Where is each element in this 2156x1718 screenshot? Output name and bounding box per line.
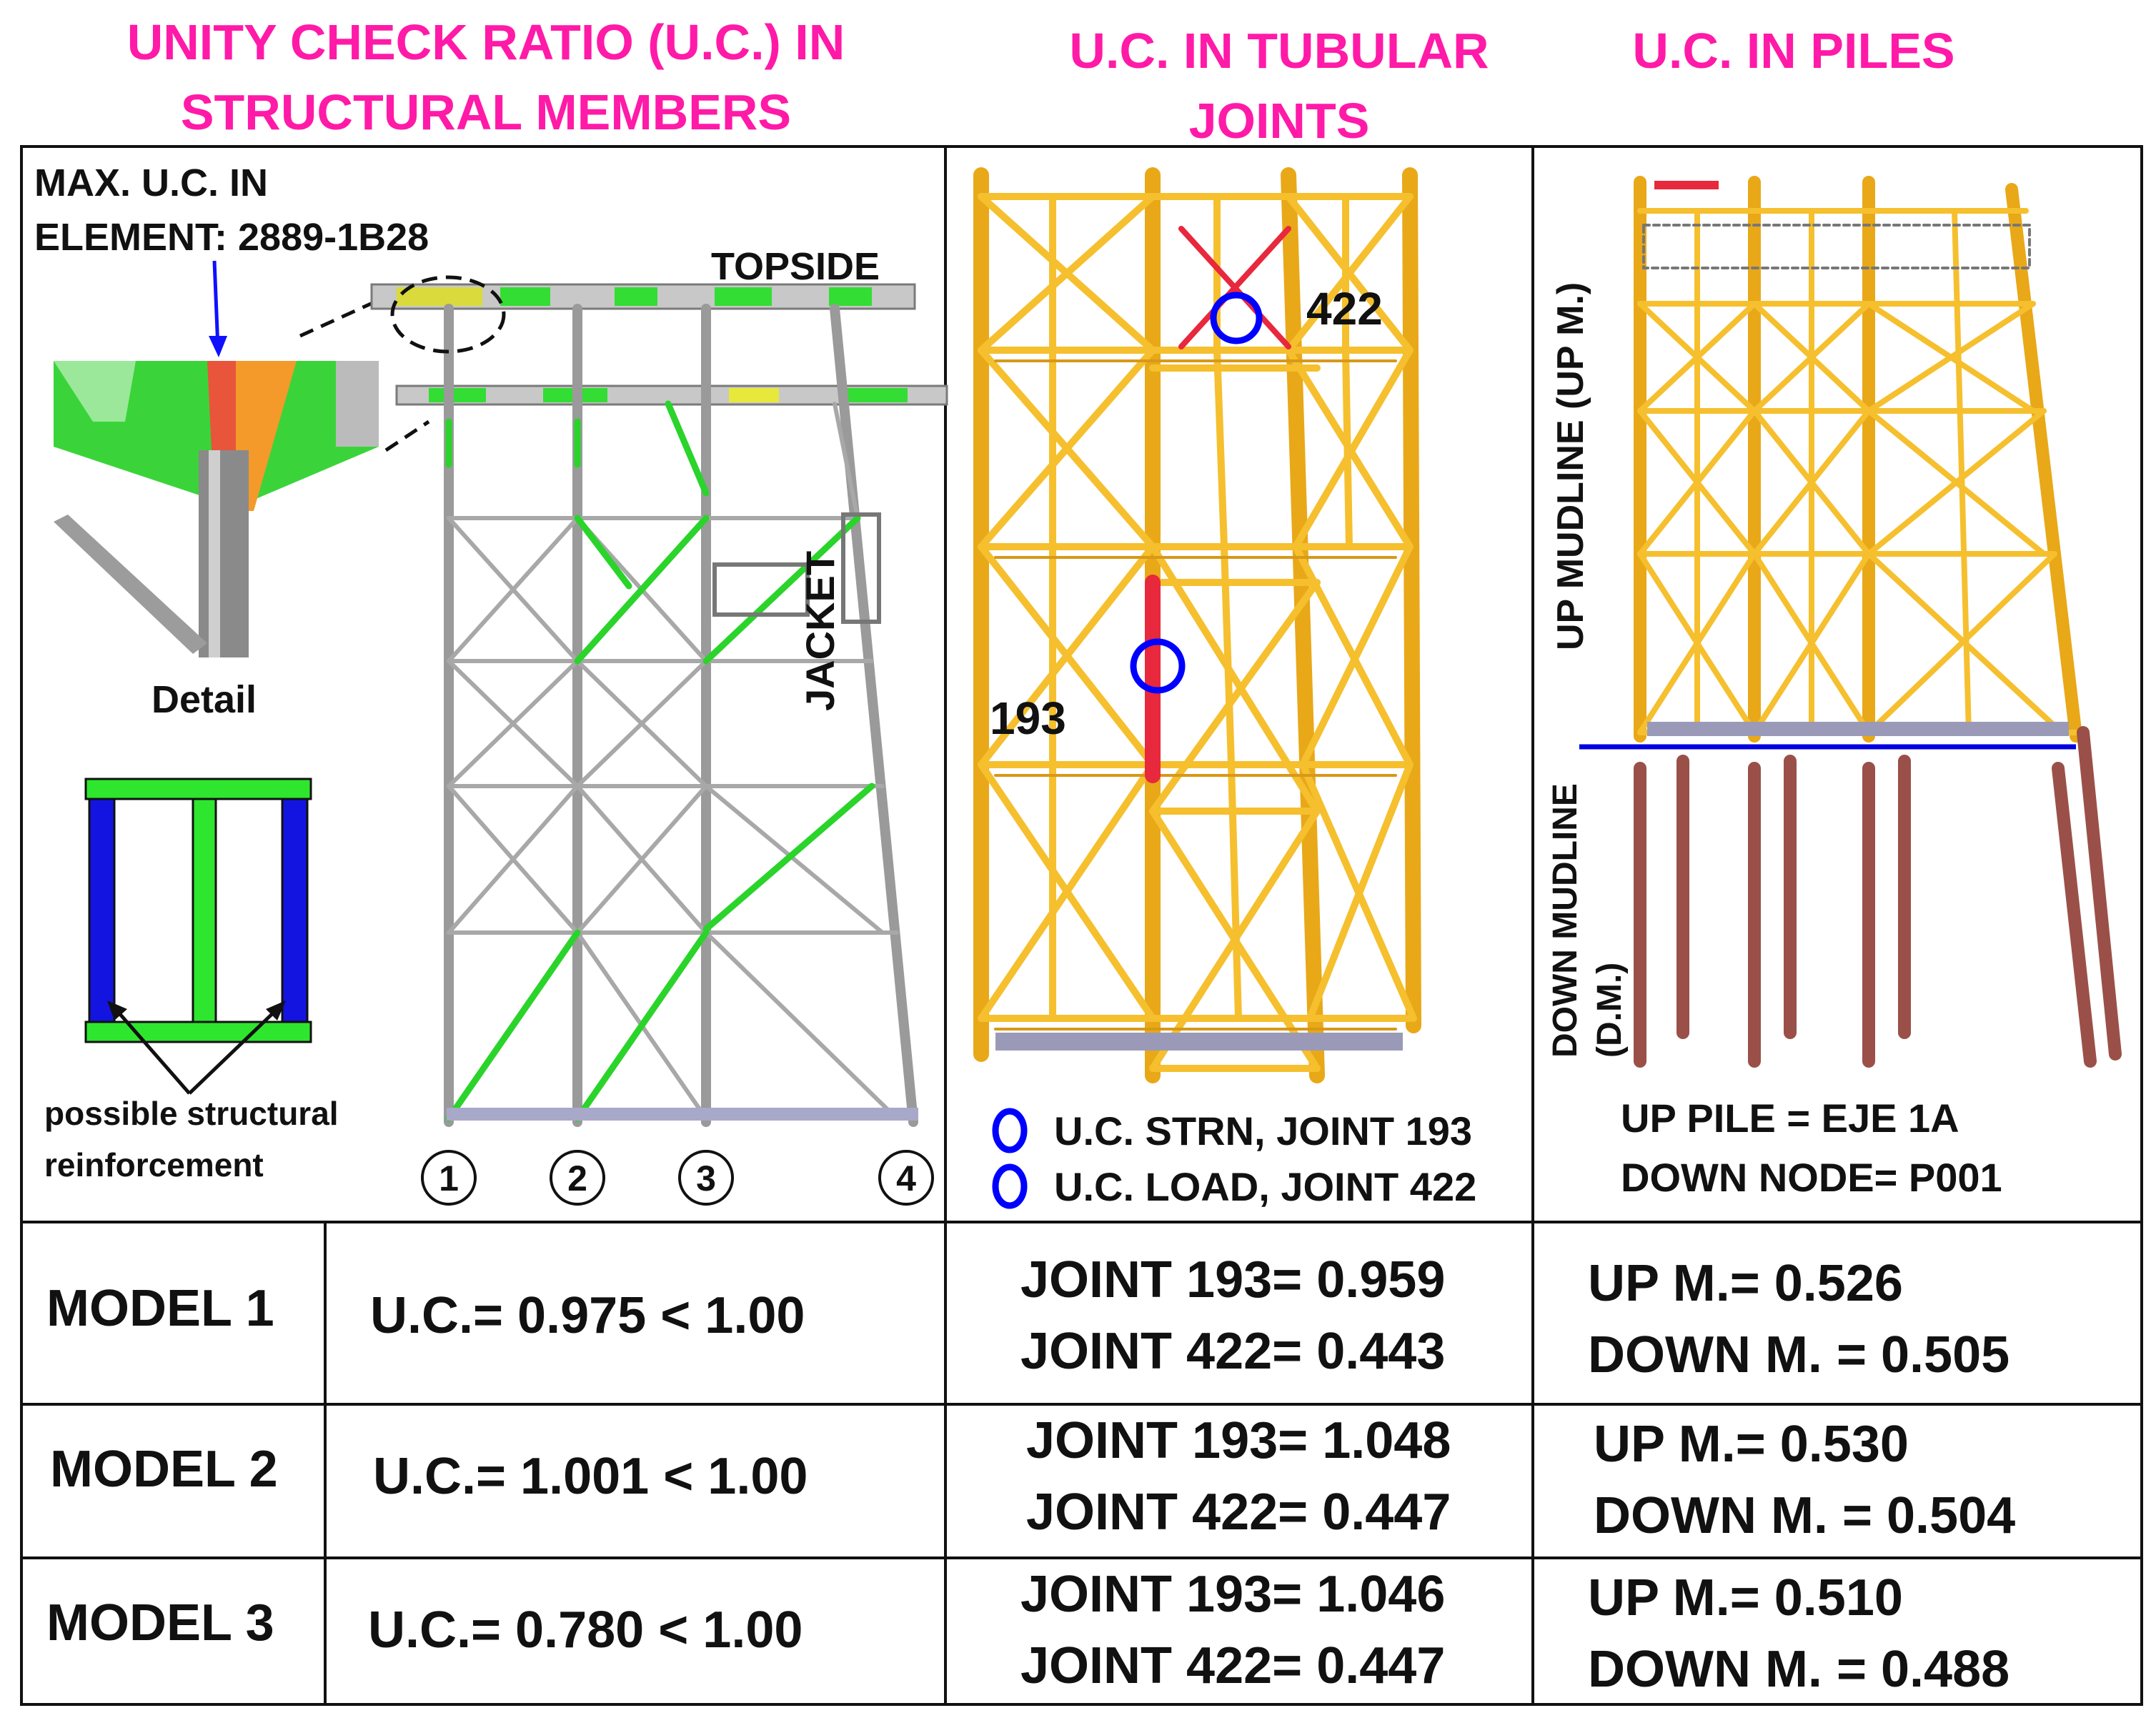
joints-header-line2: JOINTS <box>1188 93 1370 149</box>
model-2-joint193: JOINT 193= 1.048 <box>1026 1412 1451 1469</box>
reinforcement-label: possible structural reinforcement <box>44 1088 339 1191</box>
down-mudline-line1: DOWN MUDLINE <box>1546 783 1584 1058</box>
members-header: UNITY CHECK RATIO (U.C.) IN STRUCTURAL M… <box>57 7 915 147</box>
topside-label: TOPSIDE <box>711 245 880 288</box>
axis-label-4: 4 <box>896 1158 916 1198</box>
detail-inset <box>54 361 379 657</box>
model-2-uc: U.C.= 1.001 < 1.00 <box>373 1448 808 1505</box>
joints-header: U.C. IN TUBULAR JOINTS <box>1000 16 1558 156</box>
axis-marker-1 <box>421 1150 477 1206</box>
legend-strn-label: U.C. STRN, JOINT 193 <box>1054 1108 1473 1153</box>
joints-header-line1: U.C. IN TUBULAR <box>1069 23 1489 79</box>
axis-marker-2 <box>550 1150 605 1206</box>
max-uc-arrow <box>212 260 220 349</box>
legend-marker-strn <box>992 1108 1028 1153</box>
axis-marker-3 <box>678 1150 734 1206</box>
model-1-down-mudline: DOWN M. = 0.505 <box>1588 1326 2010 1384</box>
model-2-joint422: JOINT 422= 0.447 <box>1026 1484 1451 1541</box>
legend-marker-load <box>992 1163 1028 1209</box>
model-3-uc: U.C.= 0.780 < 1.00 <box>368 1602 803 1659</box>
joint-193-marker <box>1130 638 1186 694</box>
axis-marker-4 <box>878 1150 934 1206</box>
axis-label-2: 2 <box>567 1158 587 1198</box>
model-3-label: MODEL 3 <box>46 1594 274 1652</box>
model-1-label: MODEL 1 <box>46 1280 274 1337</box>
reinforcement-line2: reinforcement <box>44 1146 264 1183</box>
max-uc-label: MAX. U.C. IN ELEMENT: 2889-1B28 <box>34 156 429 264</box>
down-node-label: DOWN NODE= P001 <box>1621 1155 2002 1200</box>
down-mudline-label: DOWN MUDLINE (D.M.) <box>1544 783 1632 1058</box>
model-3-joint193: JOINT 193= 1.046 <box>1020 1566 1446 1623</box>
model-3-up-mudline: UP M.= 0.510 <box>1588 1569 1903 1627</box>
reinforcement-line1: possible structural <box>44 1095 339 1132</box>
joint-422-marker <box>1210 292 1263 344</box>
joint-422-label: 422 <box>1306 283 1383 334</box>
legend-load-label: U.C. LOAD, JOINT 422 <box>1054 1164 1477 1209</box>
model-2-label: MODEL 2 <box>50 1441 278 1498</box>
model-2-down-mudline: DOWN M. = 0.504 <box>1594 1487 2016 1544</box>
max-uc-ellipse <box>390 275 506 354</box>
members-header-line1: UNITY CHECK RATIO (U.C.) IN <box>126 14 845 70</box>
model-1-joint422: JOINT 422= 0.443 <box>1020 1323 1446 1380</box>
joint-193-label: 193 <box>990 692 1066 744</box>
members-header-line2: STRUCTURAL MEMBERS <box>180 84 792 140</box>
reinforcement-sketch <box>84 778 312 1095</box>
up-pile-label: UP PILE = EJE 1A <box>1621 1096 1959 1141</box>
model-1-up-mudline: UP M.= 0.526 <box>1588 1255 1903 1312</box>
model-1-joint193: JOINT 193= 0.959 <box>1020 1251 1446 1309</box>
up-mudline-label: UP MUDLINE (UP M.) <box>1550 282 1591 650</box>
axis-markers: 1 2 3 4 <box>421 1150 934 1206</box>
jacket-elevation <box>370 283 948 1127</box>
model-3-down-mudline: DOWN M. = 0.488 <box>1588 1641 2010 1698</box>
joints-figure <box>973 167 1421 1209</box>
axis-label-1: 1 <box>439 1158 459 1198</box>
members-figure: 1 2 3 4 <box>54 260 948 1206</box>
piles-figure <box>1579 176 2122 1068</box>
jacket-label: JACKET <box>798 550 843 711</box>
piles-header: U.C. IN PILES <box>1632 23 1955 79</box>
max-uc-line2: ELEMENT: 2889-1B28 <box>34 216 429 259</box>
model-3-joint422: JOINT 422= 0.447 <box>1020 1637 1446 1694</box>
down-mudline-line2: (D.M.) <box>1591 962 1629 1058</box>
model-2-up-mudline: UP M.= 0.530 <box>1594 1416 1909 1473</box>
jacket-3d-model-piles <box>1634 176 2122 1068</box>
detail-label: Detail <box>151 678 257 721</box>
model-1-uc: U.C.= 0.975 < 1.00 <box>370 1287 805 1344</box>
axis-label-3: 3 <box>696 1158 716 1198</box>
jacket-3d-model <box>973 167 1421 1083</box>
max-uc-line1: MAX. U.C. IN <box>34 162 269 204</box>
